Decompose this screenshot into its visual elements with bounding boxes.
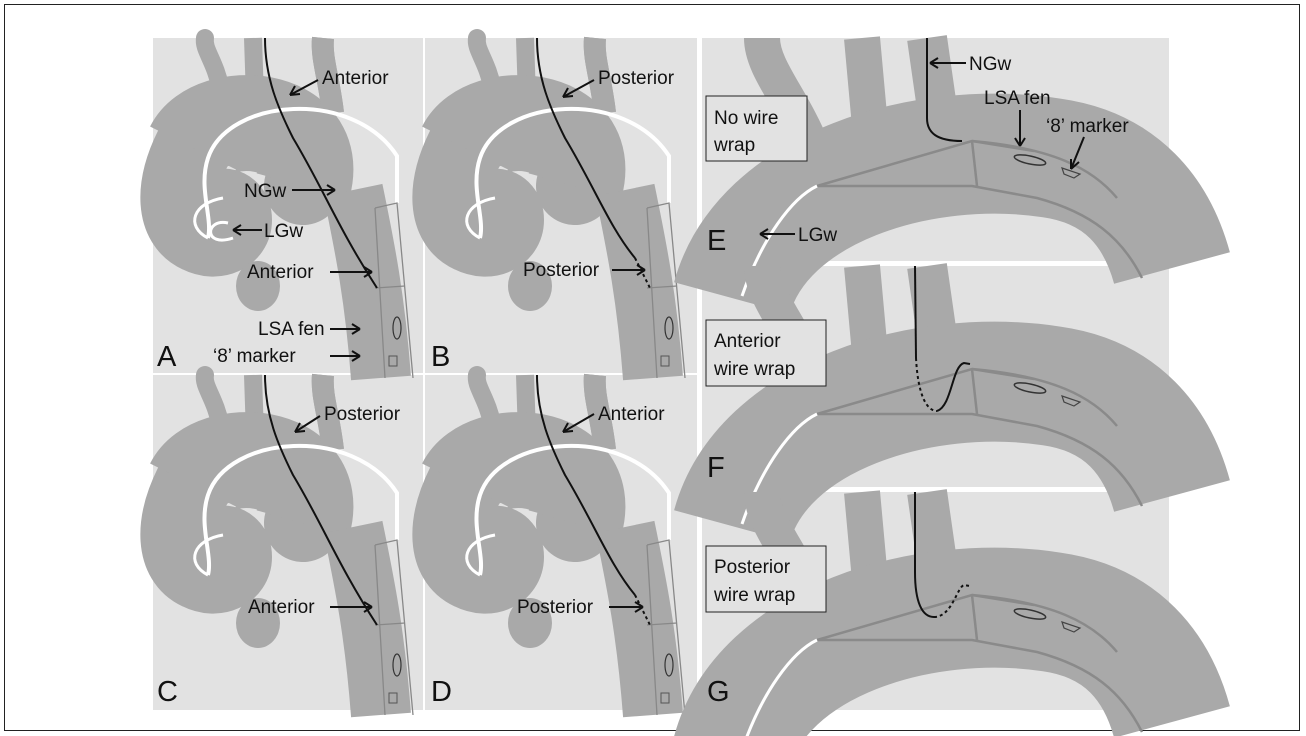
panel-b-letter: B	[431, 341, 450, 373]
panel-a-ngw-label: NGw	[244, 181, 287, 202]
panel-e-marker-label: ‘8’ marker	[1046, 116, 1129, 137]
panel-e-lgw-label: LGw	[798, 225, 837, 246]
panel-d-mid-label: Posterior	[517, 597, 594, 618]
panel-e-fen-label: LSA fen	[984, 88, 1051, 109]
panel-c-top-label: Posterior	[324, 404, 401, 425]
panel-b-top-label: Posterior	[598, 68, 675, 89]
panel-a-lgw-label: LGw	[264, 221, 303, 242]
panel-f-box-line1: Anterior	[714, 331, 781, 352]
panel-a-letter: A	[157, 341, 177, 373]
panel-e-box-line2: wrap	[713, 135, 755, 156]
panel-a-fen-label: LSA fen	[258, 319, 325, 340]
panel-e-ngw-label: NGw	[969, 54, 1012, 75]
panel-d-top-label: Anterior	[598, 404, 665, 425]
panel-f-box-line2: wire wrap	[713, 359, 795, 380]
panel-f-letter: F	[707, 452, 725, 484]
panel-c-letter: C	[157, 676, 178, 708]
panel-e-letter: E	[707, 225, 726, 257]
panel-b-mid-label: Posterior	[523, 260, 600, 281]
panel-g-box-line2: wire wrap	[713, 585, 795, 606]
panel-a-mid-label: Anterior	[247, 262, 314, 283]
panel-a-top-label: Anterior	[322, 68, 389, 89]
panel-g-letter: G	[707, 676, 730, 708]
ngw-wire	[915, 266, 916, 358]
panel-c-mid-label: Anterior	[248, 597, 315, 618]
panel-a-marker-label: ‘8’ marker	[213, 346, 296, 367]
panel-g-box-line1: Posterior	[714, 557, 791, 578]
panel-e-box-line1: No wire	[714, 108, 778, 129]
panel-d-letter: D	[431, 676, 452, 708]
